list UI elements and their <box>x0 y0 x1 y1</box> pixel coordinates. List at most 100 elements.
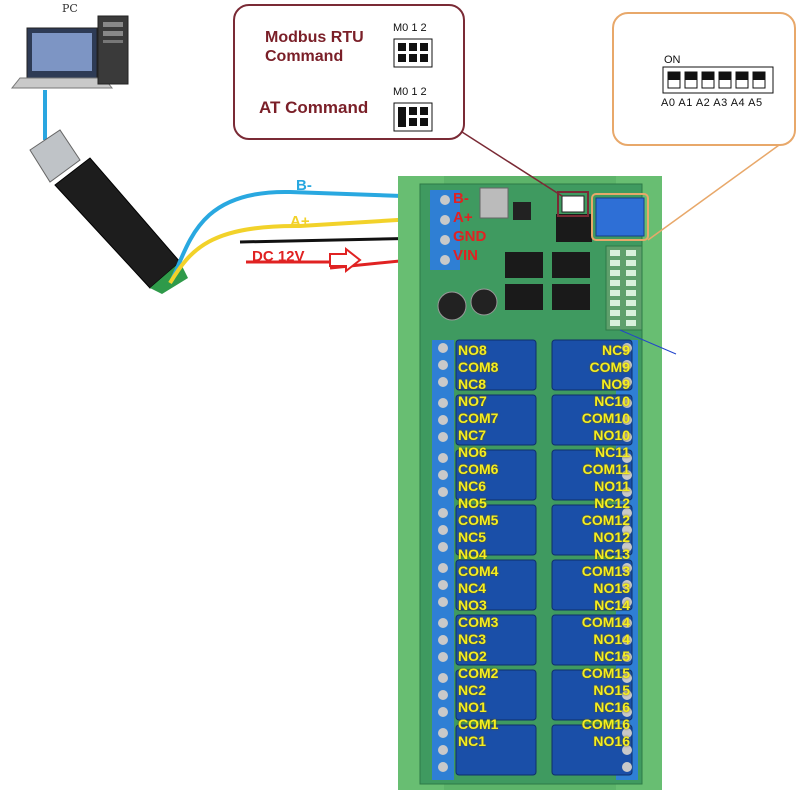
relay-terminal-label: COM5 <box>458 512 499 528</box>
switch-labels: A0 A1 A2 A3 A4 A5 <box>661 97 763 109</box>
relay-terminal-label: COM14 <box>581 614 630 630</box>
command-mode-panel: Modbus RTU Command M0 1 2 AT Command M0 … <box>233 4 465 140</box>
relay-terminal-label: NO1 <box>458 699 487 715</box>
relay-terminal-label: NO9 <box>601 376 630 392</box>
dip-header: M0 1 2 <box>393 86 427 98</box>
terminal-screw <box>622 398 632 408</box>
relay-terminal-label: NO13 <box>593 580 630 596</box>
relay-terminal-label: NC1 <box>458 733 487 749</box>
switch-label: A3 <box>713 97 728 109</box>
terminal-screw <box>622 745 632 755</box>
terminal-screw <box>622 360 632 370</box>
relay-terminal-label: NC8 <box>458 376 487 392</box>
chip <box>505 284 543 310</box>
mode-dip-switch <box>561 195 585 213</box>
led <box>626 320 636 326</box>
terminal-screw <box>438 728 448 738</box>
terminal-screw <box>438 597 448 607</box>
terminal-screw <box>622 673 632 683</box>
terminal-screw <box>622 728 632 738</box>
terminal-screw <box>622 563 632 573</box>
relay-terminal-label: NC2 <box>458 682 487 698</box>
relay-terminal-label: COM2 <box>458 665 499 681</box>
terminal-screw <box>438 635 448 645</box>
relay-terminal-label: COM13 <box>581 563 630 579</box>
switch-label: A2 <box>695 97 711 109</box>
relay-terminal-label: NO7 <box>458 393 487 409</box>
dc-supply-label: DC 12V <box>252 248 305 265</box>
led <box>626 290 636 296</box>
relay-terminal-label: COM7 <box>458 410 499 426</box>
led <box>610 310 620 316</box>
relay-terminal-label: NC12 <box>594 495 630 511</box>
relay-module-left <box>455 504 537 556</box>
relay-terminal-label: NC16 <box>594 699 630 715</box>
terminal-screw <box>622 470 632 480</box>
led <box>610 320 620 326</box>
led <box>610 270 620 276</box>
relay-terminal-label: NO10 <box>593 427 630 443</box>
relay-terminal-label: NO6 <box>458 444 487 460</box>
relay-module-left <box>455 669 537 721</box>
terminal-label: A+ <box>453 209 473 226</box>
relay-terminal-label: COM12 <box>581 512 630 528</box>
led <box>626 280 636 286</box>
terminal-screw <box>438 525 448 535</box>
led <box>610 300 620 306</box>
address-dip-icon <box>662 66 774 94</box>
wire-b-minus <box>170 189 431 281</box>
relay-terminal-label: NO4 <box>458 546 487 562</box>
switch-label: A1 <box>678 97 693 109</box>
wire-a-plus <box>168 216 431 285</box>
relay-terminal-label: NC11 <box>594 444 630 460</box>
terminal-screw <box>622 580 632 590</box>
relay-terminal-label: NO8 <box>458 342 487 358</box>
led <box>626 310 636 316</box>
wire-a-label: A+ <box>290 213 310 230</box>
pc-label: PC <box>62 2 78 15</box>
relay-terminal-label: NO3 <box>458 597 487 613</box>
terminal-screw <box>438 470 448 480</box>
terminal-screw <box>438 580 448 590</box>
relay-terminal-label: NO14 <box>593 631 630 647</box>
terminal-screw <box>622 453 632 463</box>
terminal-screw <box>622 542 632 552</box>
chip <box>513 202 531 220</box>
relay-terminal-label: NO15 <box>593 682 630 698</box>
terminal-screw <box>622 415 632 425</box>
terminal-label: VIN <box>453 247 479 264</box>
led <box>626 260 636 266</box>
terminal-screw <box>438 673 448 683</box>
led-array <box>605 245 643 331</box>
pc-icon <box>10 15 129 89</box>
relay-terminal-label: COM15 <box>581 665 630 681</box>
relay-terminal-label: NC13 <box>594 546 630 562</box>
on-label: ON <box>664 54 681 66</box>
relay-terminal-label: NC15 <box>594 648 630 664</box>
relay-terminal-label: NC9 <box>601 342 630 358</box>
led <box>610 260 620 266</box>
terminal-screw <box>622 707 632 717</box>
terminal-screw <box>622 487 632 497</box>
terminal-screw <box>622 597 632 607</box>
at-command-label: AT Command <box>259 98 369 117</box>
capacitor <box>470 288 498 316</box>
relay-modules <box>438 250 636 776</box>
relay-terminal-label: NC7 <box>458 427 487 443</box>
led <box>610 250 620 256</box>
relay-terminal-label: COM8 <box>458 359 499 375</box>
chip <box>552 284 590 310</box>
terminal-screw <box>438 652 448 662</box>
relay-terminal-label: NO12 <box>593 529 630 545</box>
relay-terminal-label: NC10 <box>594 393 630 409</box>
at-dip-icon <box>393 102 433 132</box>
relay-terminal-label: COM3 <box>458 614 499 630</box>
terminal-screw <box>622 343 632 353</box>
terminal-screw <box>438 343 448 353</box>
terminal-screw <box>438 508 448 518</box>
terminal-screw <box>622 762 632 772</box>
relay-module-left <box>455 724 537 776</box>
